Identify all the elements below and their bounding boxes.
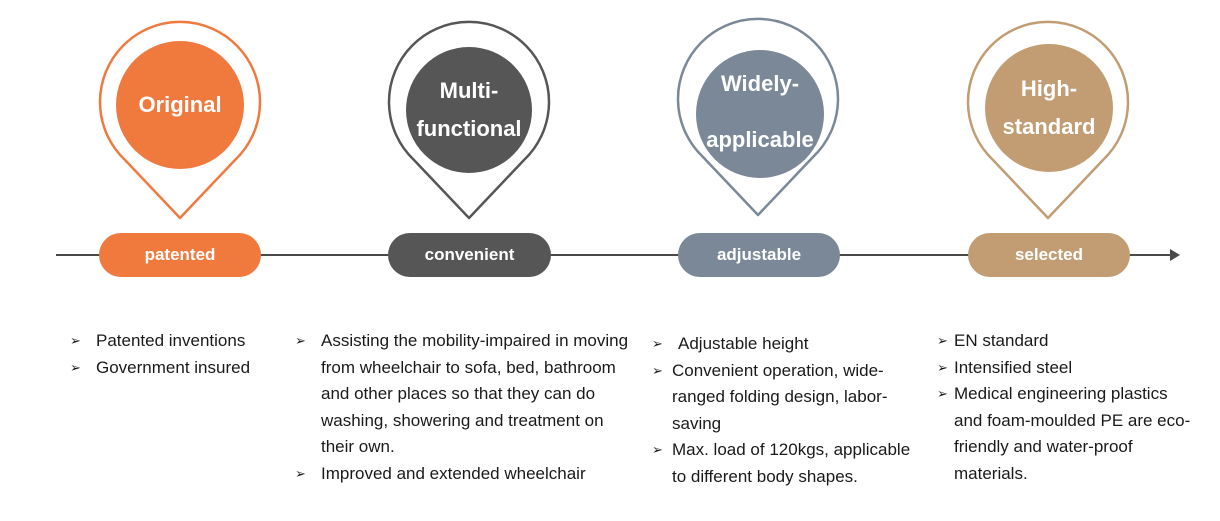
list-item: ➢Adjustable height	[652, 331, 917, 358]
arrowhead-bullet-icon: ➢	[70, 333, 81, 348]
circle-original	[116, 41, 244, 169]
arrowhead-bullet-icon: ➢	[937, 333, 948, 348]
bullets-widely-applicable: ➢Adjustable height ➢Convenient operation…	[652, 331, 917, 490]
list-item: ➢Medical engineering plastics and foam-m…	[937, 381, 1192, 487]
arrowhead-bullet-icon: ➢	[652, 362, 663, 378]
list-item: ➢Max. load of 120kgs, applicable to diff…	[652, 437, 917, 490]
bullets-high-standard: ➢EN standard ➢Intensified steel ➢Medical…	[937, 328, 1192, 487]
arrowhead-bullet-icon: ➢	[652, 336, 663, 351]
pill-selected: selected	[968, 233, 1130, 277]
timeline-axis	[56, 254, 1172, 256]
list-item: ➢Government insured	[70, 355, 285, 382]
list-item: ➢EN standard	[937, 328, 1192, 355]
list-item: ➢Intensified steel	[937, 355, 1192, 382]
arrowhead-bullet-icon: ➢	[70, 359, 81, 375]
arrowhead-bullet-icon: ➢	[937, 386, 948, 401]
stage-title-multi-functional-text: Multi-functional	[416, 78, 522, 141]
stage-title-high-standard-text: High-standard	[1002, 76, 1096, 139]
pill-adjustable: adjustable	[678, 233, 840, 277]
stage-title-multi-functional: Multi-functional	[404, 70, 534, 150]
circle-widely-applicable	[696, 50, 824, 178]
bullets-original: ➢Patented inventions ➢Government insured	[70, 328, 285, 381]
stage-title-original: Original	[138, 92, 222, 117]
pill-convenient: convenient	[388, 233, 551, 277]
list-item: ➢Improved and extended wheelchair	[295, 461, 640, 488]
stage-title-widely-applicable-text: Widely-applicable	[706, 71, 814, 152]
stage-title-high-standard: High-standard	[984, 68, 1114, 148]
list-item: ➢Patented inventions	[70, 328, 285, 355]
list-item: ➢Assisting the mobility-impaired in movi…	[295, 328, 640, 461]
pill-patented: patented	[99, 233, 261, 277]
bullets-multi-functional: ➢Assisting the mobility-impaired in movi…	[295, 328, 640, 487]
timeline-arrow-icon	[1170, 249, 1180, 261]
circle-multi-functional	[406, 47, 532, 173]
arrowhead-bullet-icon: ➢	[295, 333, 306, 348]
stage-title-widely-applicable: Widely-applicable	[695, 64, 825, 160]
arrowhead-bullet-icon: ➢	[652, 442, 663, 457]
list-item: ➢Convenient operation, wide-ranged foldi…	[652, 358, 917, 438]
arrowhead-bullet-icon: ➢	[295, 465, 306, 481]
arrowhead-bullet-icon: ➢	[937, 359, 948, 375]
circle-high-standard	[985, 44, 1113, 172]
